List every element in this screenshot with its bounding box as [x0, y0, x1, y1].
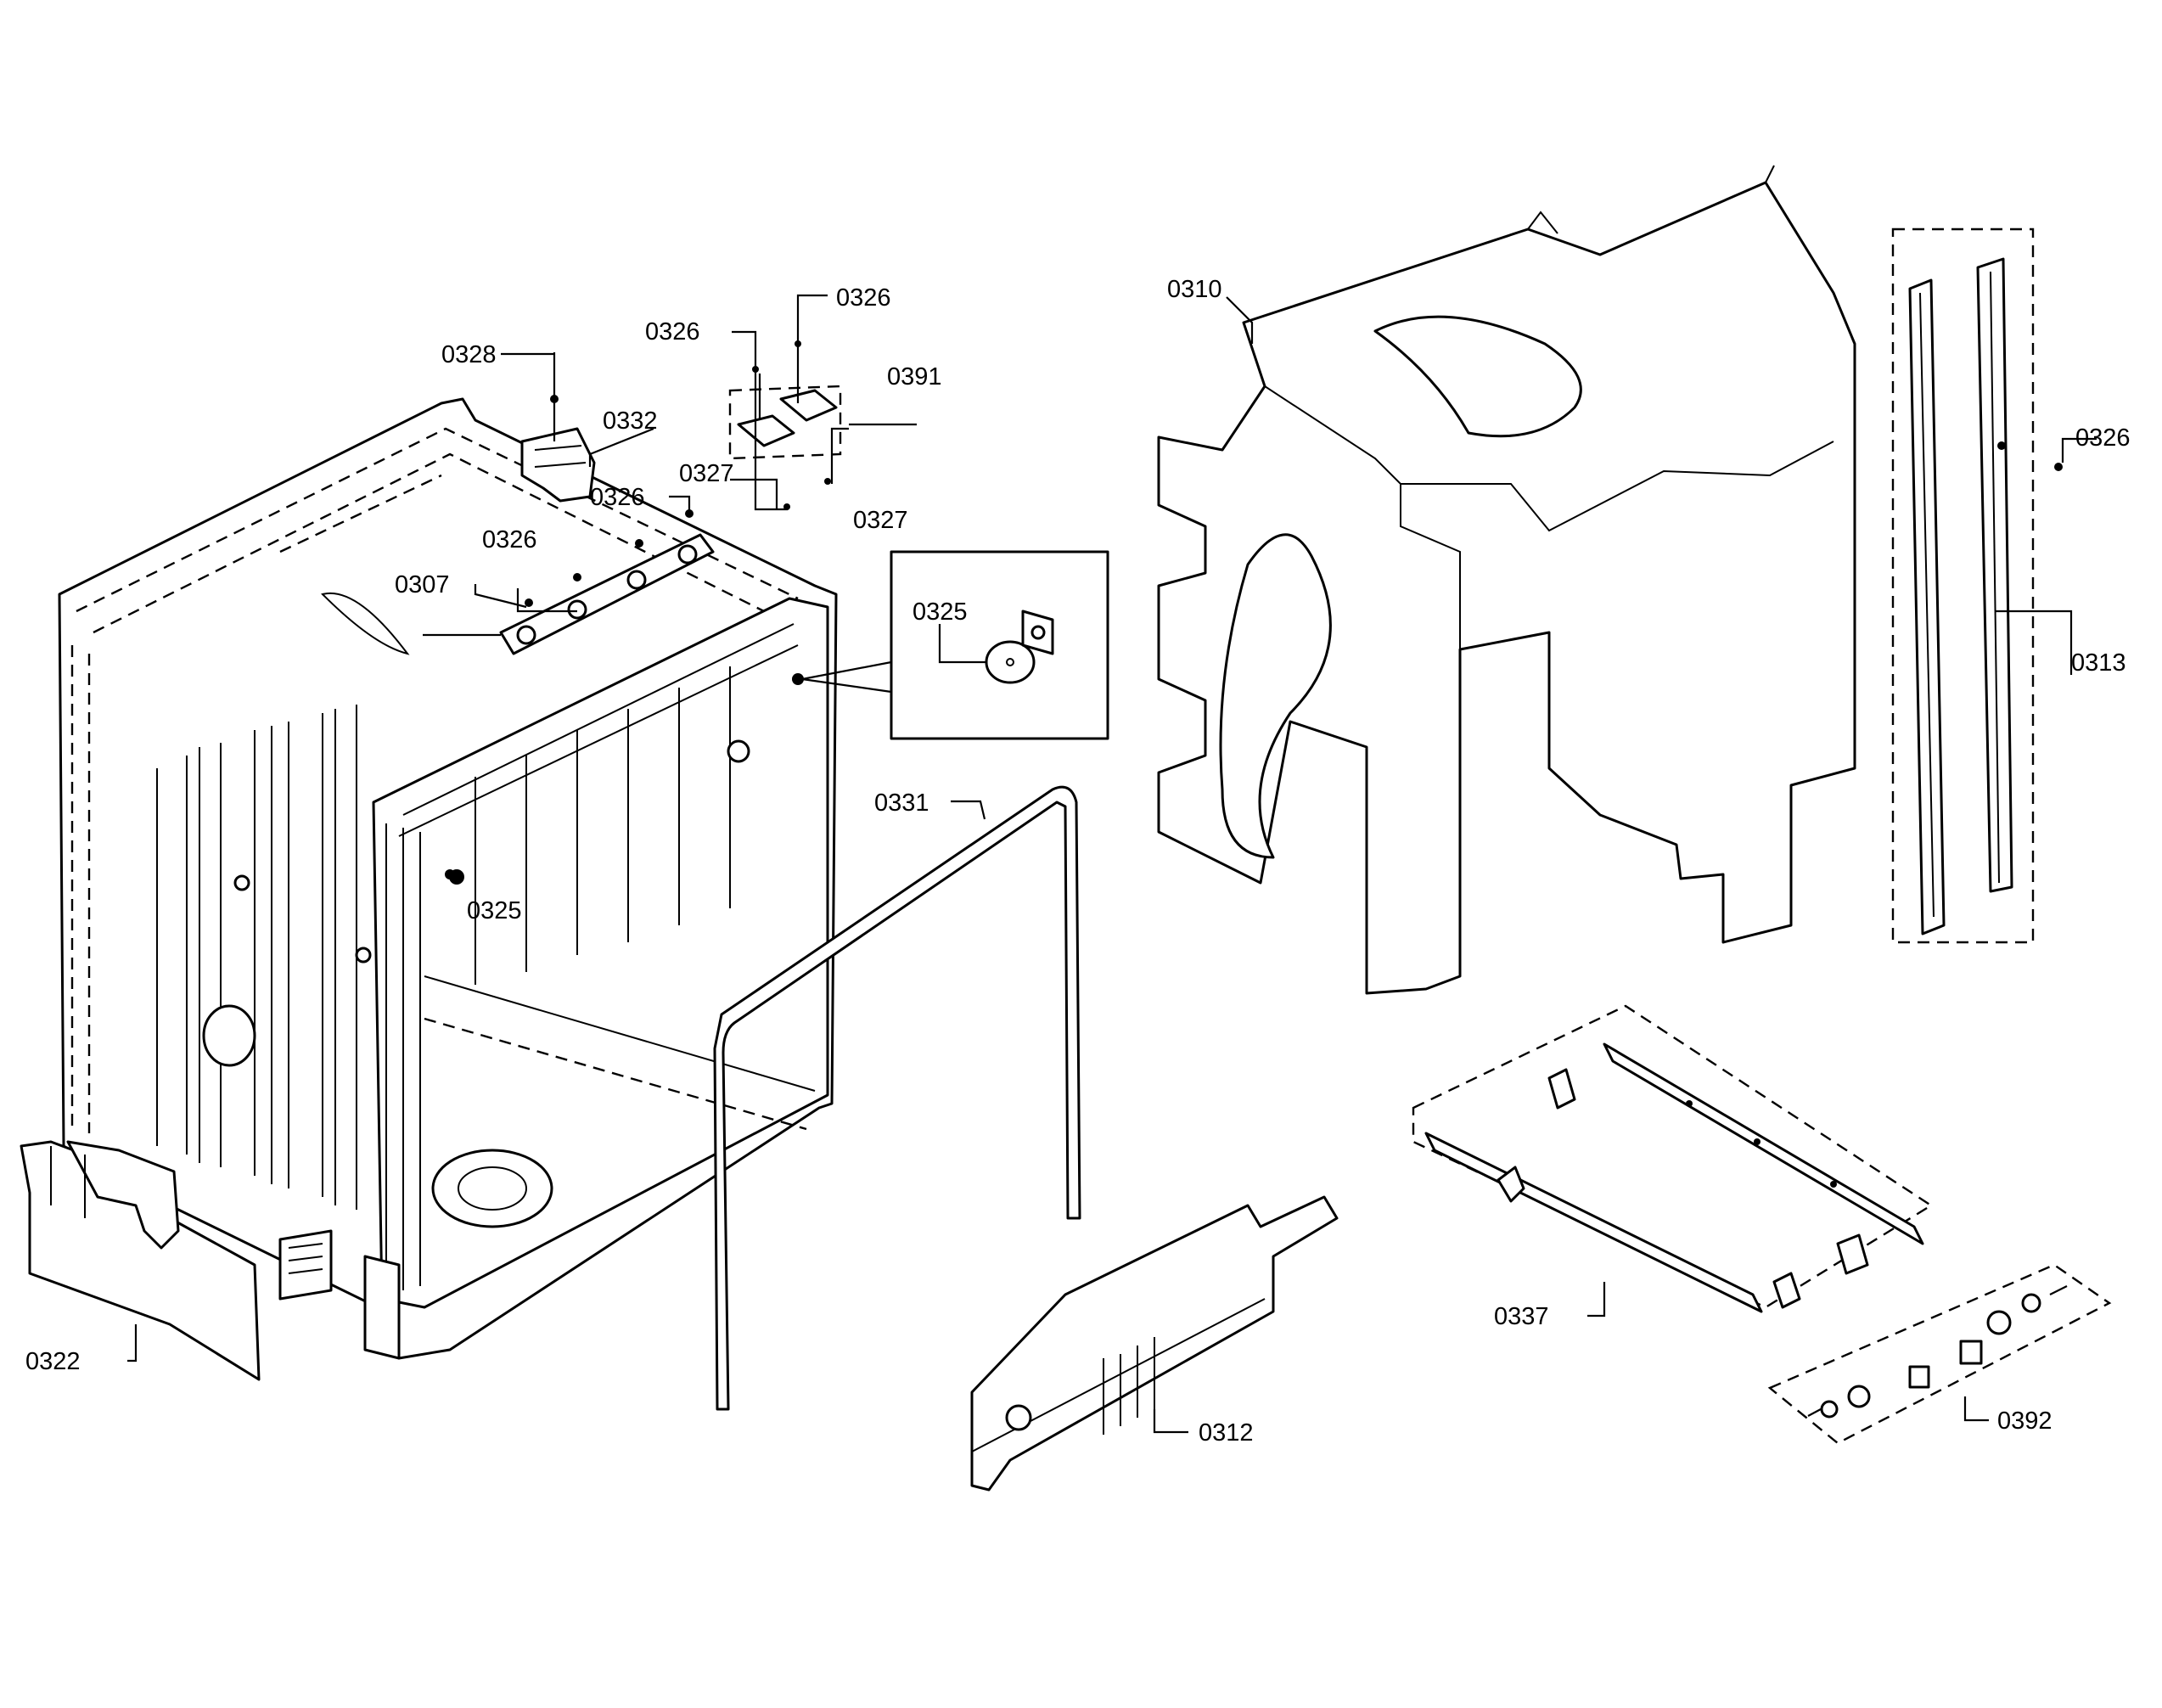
part-0392-hardware-kit: [1767, 1263, 2112, 1445]
callout-0327-right: 0327: [853, 507, 908, 534]
callout-labels: 0328 0332 0326 0326 0391 0327 0327 0326 …: [25, 276, 2131, 1447]
callout-0326-low: 0326: [482, 526, 537, 553]
callout-0337: 0337: [1494, 1303, 1549, 1330]
callout-0332: 0332: [603, 407, 658, 435]
part-0391-bracket-set: [728, 340, 842, 510]
callout-0326-side: 0326: [2075, 424, 2131, 452]
callout-0325-tub: 0325: [467, 897, 522, 924]
callout-0326-top-left: 0326: [645, 318, 700, 346]
callout-0326-top-right: 0326: [836, 284, 891, 312]
callout-0325-inset: 0325: [913, 598, 968, 626]
callout-0310: 0310: [1167, 276, 1222, 303]
part-0337-rail-kit: [1412, 1004, 1934, 1313]
part-0312-kickplate: [970, 1195, 1339, 1492]
part-0322-insulation-panel: [20, 1140, 261, 1381]
leader-lines: [127, 294, 2097, 1434]
callout-0328: 0328: [441, 341, 497, 368]
part-0332-hinge: [520, 352, 596, 503]
callout-0326-mid: 0326: [590, 484, 645, 511]
part-0313-side-trim-set: [1891, 228, 2063, 944]
callout-0392: 0392: [1997, 1407, 2052, 1435]
part-0325-detail-inset: [449, 550, 1109, 885]
callout-0327-left: 0327: [679, 460, 734, 487]
part-0307-top-bracket: [499, 509, 715, 655]
callout-0313: 0313: [2071, 649, 2126, 677]
part-0331-door-gasket: [713, 785, 1081, 1411]
callout-0322: 0322: [25, 1348, 81, 1375]
part-0310-insulation-blanket: [1157, 165, 1856, 995]
callout-0307: 0307: [395, 571, 450, 598]
callout-0331: 0331: [874, 789, 929, 817]
callout-0391: 0391: [887, 363, 942, 390]
callout-0312: 0312: [1199, 1419, 1254, 1447]
